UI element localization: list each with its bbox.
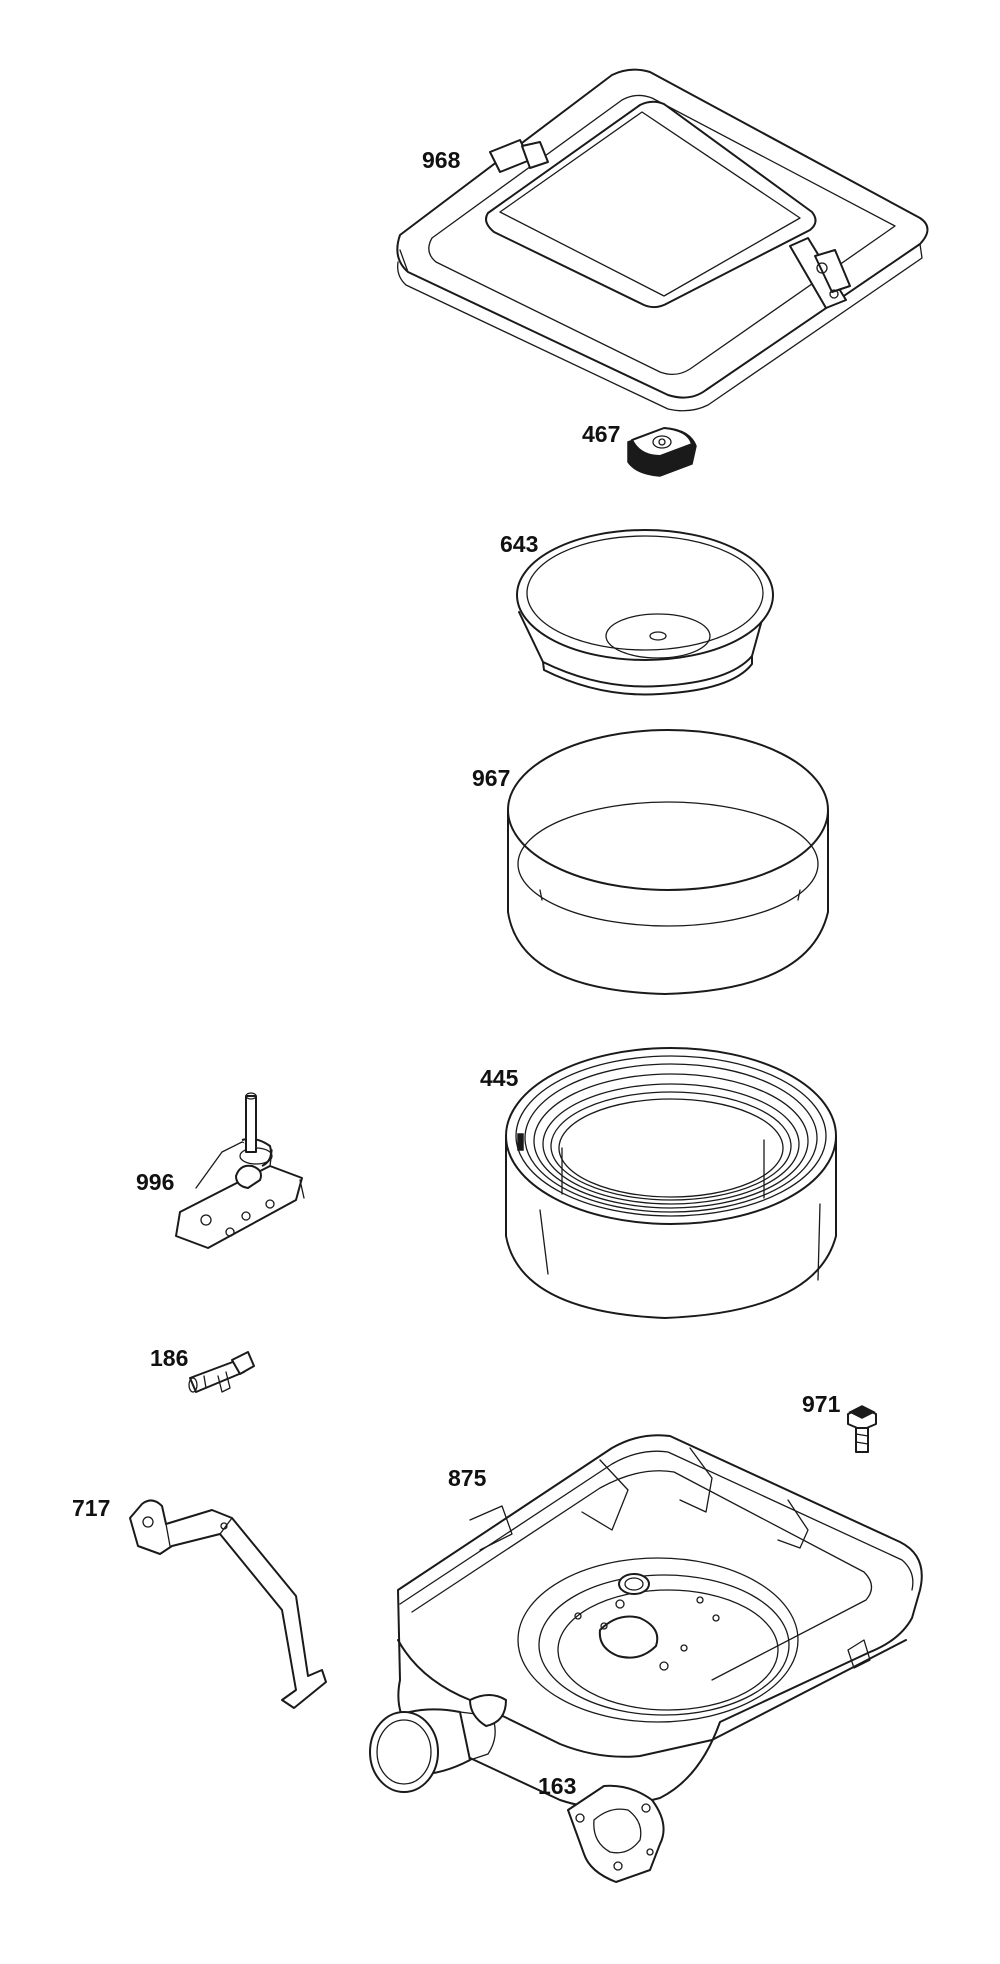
label-163: 163 (538, 1773, 576, 1799)
part-186-tube[interactable] (188, 1351, 255, 1393)
label-643: 643 (500, 531, 538, 557)
label-967: 967 (472, 765, 510, 791)
part-467-knob[interactable] (627, 427, 697, 477)
label-996: 996 (136, 1169, 174, 1195)
part-163-gasket[interactable] (567, 1784, 665, 1883)
label-186: 186 (150, 1345, 188, 1371)
label-445: 445 (480, 1065, 519, 1091)
part-968-cover[interactable] (396, 68, 929, 412)
part-643-plate[interactable] (516, 529, 774, 696)
part-971-screw[interactable] (847, 1405, 877, 1453)
part-967-precleaner[interactable] (507, 729, 829, 995)
part-717-support[interactable] (129, 1499, 327, 1709)
part-996-bracket[interactable] (175, 1092, 305, 1249)
part-445-filter[interactable] (505, 1047, 837, 1319)
label-971: 971 (802, 1391, 841, 1417)
label-875: 875 (448, 1465, 487, 1491)
label-717: 717 (72, 1495, 110, 1521)
label-968: 968 (422, 147, 461, 173)
part-875-base[interactable] (369, 1434, 923, 1810)
label-467: 467 (582, 421, 620, 447)
